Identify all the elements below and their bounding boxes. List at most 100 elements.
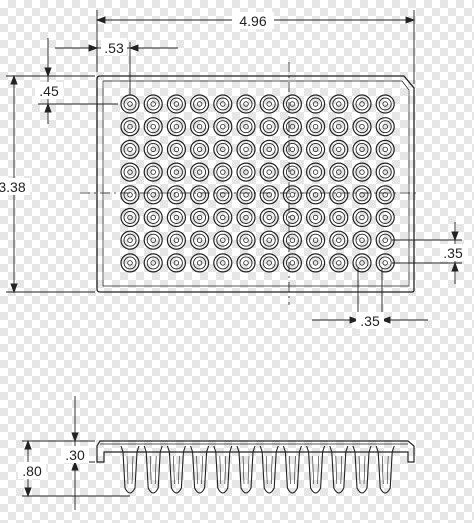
well-ring bbox=[332, 233, 346, 247]
well-ring bbox=[216, 165, 230, 179]
well bbox=[352, 253, 372, 273]
well-ring bbox=[382, 214, 388, 221]
well bbox=[259, 94, 279, 114]
well-ring bbox=[150, 146, 156, 153]
well-ring bbox=[150, 214, 156, 221]
well-ring bbox=[239, 97, 253, 111]
plate-top-view bbox=[96, 75, 415, 293]
tube-inner-wall bbox=[242, 455, 250, 485]
well-ring bbox=[329, 230, 349, 250]
offset-x-arrow-left bbox=[88, 44, 99, 52]
well bbox=[329, 162, 349, 182]
well-ring bbox=[143, 185, 163, 205]
well-ring bbox=[336, 101, 342, 107]
well-ring bbox=[146, 165, 160, 179]
well-ring bbox=[146, 256, 160, 270]
total-height-arrow-bottom bbox=[24, 487, 32, 498]
well bbox=[329, 94, 349, 114]
well bbox=[282, 185, 302, 205]
well-ring bbox=[332, 188, 346, 202]
plate-width-label: 4.96 bbox=[239, 13, 266, 29]
well-ring bbox=[143, 139, 163, 159]
well-ring bbox=[166, 207, 186, 228]
well-ring bbox=[213, 94, 233, 114]
well-ring bbox=[378, 97, 392, 111]
well-ring bbox=[285, 120, 299, 134]
well bbox=[375, 253, 395, 273]
well-ring bbox=[285, 142, 299, 156]
well-ring bbox=[143, 207, 163, 228]
well-ring bbox=[306, 207, 326, 228]
well-ring bbox=[213, 162, 233, 182]
well-ring bbox=[146, 233, 160, 247]
well-ring bbox=[243, 192, 249, 198]
well bbox=[282, 207, 302, 228]
well-ring bbox=[120, 185, 140, 205]
total-height-arrow-top bbox=[24, 439, 32, 450]
well-ring bbox=[169, 211, 183, 224]
well-ring bbox=[289, 214, 296, 221]
well-ring bbox=[332, 256, 346, 270]
well-ring bbox=[193, 165, 207, 179]
well bbox=[306, 185, 326, 205]
well-ring bbox=[289, 260, 296, 266]
well-ring bbox=[378, 165, 392, 179]
well-ring bbox=[289, 192, 296, 198]
well bbox=[306, 253, 326, 273]
well-ring bbox=[243, 237, 249, 243]
well bbox=[120, 162, 140, 182]
well bbox=[213, 117, 233, 137]
height-arrow-top bbox=[10, 74, 18, 85]
height-arrow-bottom bbox=[10, 283, 18, 294]
well-ring bbox=[359, 192, 365, 198]
well bbox=[120, 230, 140, 250]
well-ring bbox=[239, 211, 253, 224]
well bbox=[259, 117, 279, 137]
well-ring bbox=[127, 146, 133, 153]
well-ring bbox=[127, 101, 133, 107]
tube bbox=[120, 445, 140, 494]
well-ring bbox=[150, 237, 156, 243]
well-ring bbox=[282, 162, 302, 182]
well-ring bbox=[355, 120, 369, 134]
well-ring bbox=[193, 97, 207, 111]
tube-inner-wall bbox=[173, 455, 180, 485]
well-ring bbox=[146, 97, 160, 111]
well-ring bbox=[262, 142, 276, 156]
offset-y-label: .45 bbox=[39, 83, 59, 99]
well bbox=[166, 185, 186, 205]
dimension-labels: 4.96 .53 .45 3.38 .35 .35 bbox=[0, 12, 468, 329]
well bbox=[236, 230, 256, 250]
well-ring bbox=[236, 230, 256, 250]
well-ring bbox=[259, 139, 279, 159]
well-ring bbox=[239, 256, 253, 270]
well-ring bbox=[375, 185, 395, 205]
well-ring bbox=[220, 237, 226, 243]
well bbox=[236, 94, 256, 114]
well-ring bbox=[282, 253, 302, 273]
well-ring bbox=[306, 230, 326, 250]
well bbox=[306, 230, 326, 250]
well-ring bbox=[262, 165, 276, 179]
well-ring bbox=[336, 214, 342, 221]
tube-inner-wall bbox=[219, 455, 227, 485]
well-ring bbox=[382, 101, 388, 107]
well-ring bbox=[352, 139, 372, 159]
well-ring bbox=[285, 97, 299, 111]
well-ring bbox=[196, 169, 203, 175]
well-ring bbox=[312, 169, 319, 175]
well-ring bbox=[382, 237, 388, 243]
well bbox=[352, 94, 372, 114]
top-height-arrow-bottom bbox=[71, 460, 79, 471]
well-ring bbox=[123, 211, 137, 224]
well-ring bbox=[266, 123, 272, 130]
well-ring bbox=[220, 101, 226, 107]
well-ring bbox=[309, 97, 323, 111]
well-ring bbox=[309, 233, 323, 247]
well-ring bbox=[220, 260, 226, 266]
well-ring bbox=[312, 123, 319, 130]
well-ring bbox=[306, 253, 326, 273]
well-ring bbox=[312, 101, 319, 107]
well-ring bbox=[282, 207, 302, 228]
well-ring bbox=[123, 120, 137, 134]
